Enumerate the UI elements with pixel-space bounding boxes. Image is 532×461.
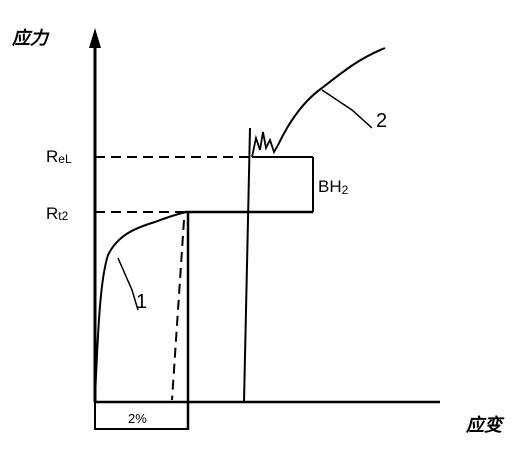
curve-1-label: 1: [136, 291, 147, 313]
y-axis-arrow: [89, 28, 101, 48]
x-axis-label: 应变: [465, 415, 505, 436]
curve-1: [94, 211, 187, 399]
reload-vertical-line: [243, 127, 251, 403]
lower-level-label: Rt2: [46, 204, 69, 223]
yield-serration: [251, 131, 279, 158]
strain-marker-label: 2%: [128, 411, 147, 426]
curve-1-leader: [117, 257, 139, 311]
curve-2-label: 2: [376, 110, 387, 132]
band-label: BH2: [318, 177, 349, 197]
curve-2-leader: [321, 89, 373, 129]
upper-level-label: ReL: [46, 147, 72, 166]
curve-2: [277, 47, 386, 146]
y-axis-label: 应力: [11, 28, 50, 49]
unloading-dashed-line: [171, 219, 185, 401]
